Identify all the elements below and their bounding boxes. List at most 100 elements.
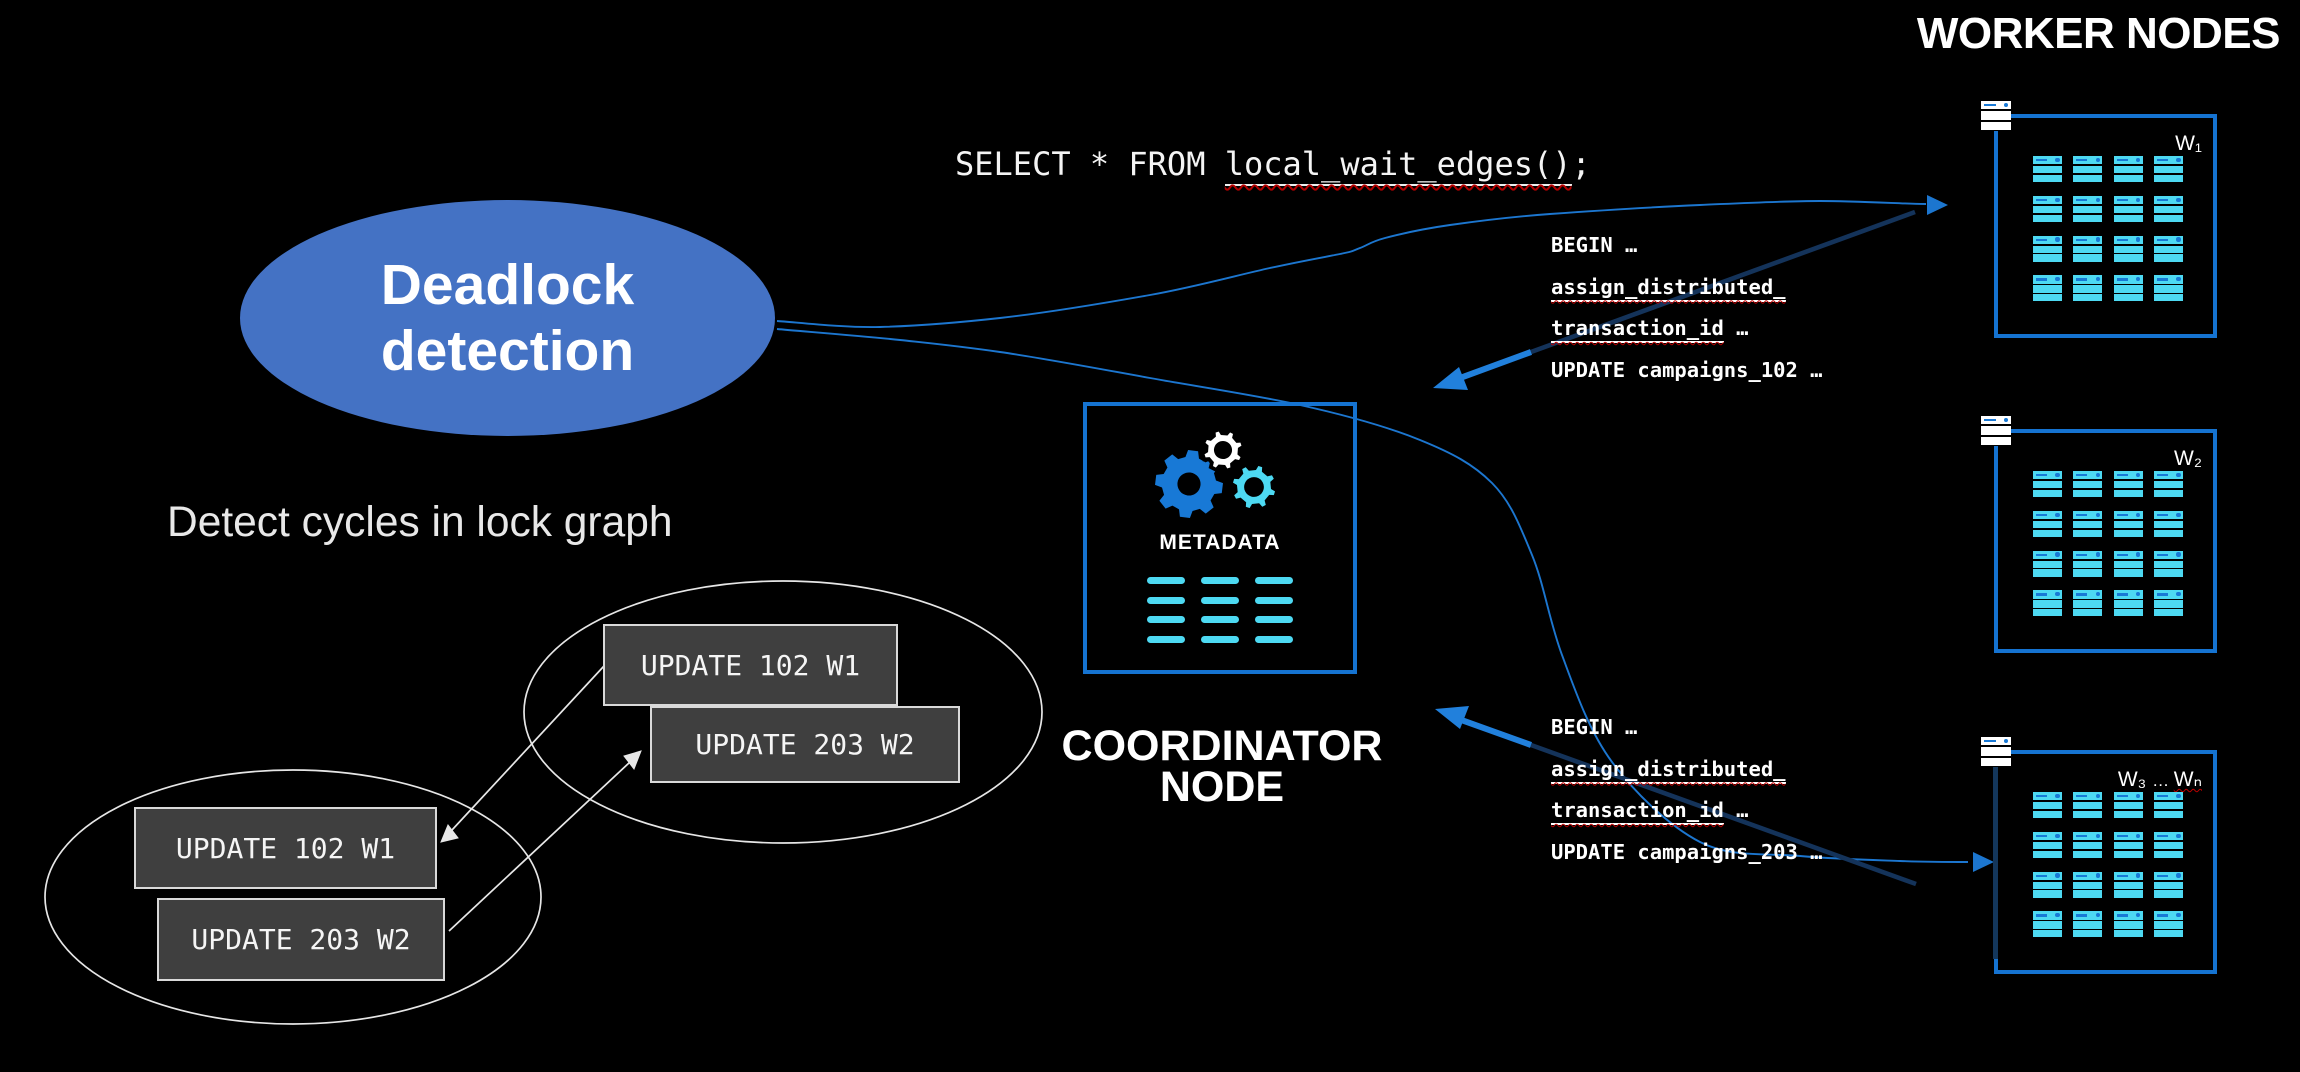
metadata-table-row-dash [1201,596,1239,604]
shard-icon [2113,275,2143,302]
shard-row-strip [2033,489,2062,497]
shard-icon [2073,156,2103,182]
shard-header-strip [2113,471,2143,480]
metadata-table-row-dash [1147,635,1185,643]
shard-row-strip [2073,245,2103,253]
shard-row-strip [2113,881,2143,889]
server-icon-row [1981,111,2011,120]
shard-icon [2154,510,2184,537]
shard-icon [2154,831,2184,858]
metadata-table-row-dash [1255,635,1293,643]
shard-header-strip [2113,792,2143,801]
shard-row-strip [2073,254,2103,262]
shard-icon [2154,792,2184,818]
shard-header-strip [2033,871,2062,880]
shard-header-strip [2154,590,2184,599]
shard-icon [2073,911,2103,938]
shard-icon [2073,471,2103,497]
metadata-table-row-dash [1147,596,1185,604]
metadata-table-row-dash [1201,616,1239,623]
shard-row-strip [2113,254,2143,262]
response-arrowhead-w1 [1433,367,1468,390]
shard-row-strip [2073,529,2103,537]
shard-row-strip [2033,480,2062,489]
shard-icon [2033,550,2062,577]
shard-row-strip [2154,930,2184,938]
shard-row-strip [2113,810,2143,818]
shard-row-strip [2073,881,2103,889]
shard-row-strip [2154,254,2184,262]
subtitle-text: Detect cycles in lock graph [167,499,673,546]
shard-header-strip [2154,195,2184,205]
shard-header-strip [2033,831,2062,841]
query-edge-arrowhead-w1 [1927,195,1948,215]
shard-icon [2033,590,2062,617]
shard-icon [2073,871,2103,898]
shard-header-strip [2073,156,2103,165]
shard-icon [2154,235,2184,262]
shard-header-strip [2033,471,2062,480]
coordinator-caption-line1: COORDINATOR [1061,722,1383,770]
shard-icon [2033,510,2062,537]
metadata-table-row-dash [1201,635,1239,643]
worker-label-w3-suffix: Wₙ [2173,768,2202,791]
shard-icon [2033,235,2062,262]
shard-header-strip [2113,510,2143,520]
tx2-line1: BEGIN … [1551,715,1638,739]
shard-row-strip [2073,850,2103,858]
shard-row-strip [2113,205,2143,213]
shard-header-strip [2113,831,2143,841]
metadata-table-row-dash [1147,577,1185,584]
shard-header-strip [2154,550,2184,559]
shard-row-strip [2113,285,2143,293]
shard-icon [2154,275,2184,302]
worker-label-w3-dots: … [2152,771,2174,790]
sql-query-prefix: SELECT * FROM [955,145,1225,183]
shard-header-strip [2033,550,2062,559]
shard-row-strip [2113,930,2143,938]
shard-row-strip [2154,529,2184,537]
server-icon-w1 [1981,101,2011,131]
shard-row-strip [2154,245,2184,253]
wait-edge-arrow-top-to-bottom [440,665,605,843]
shard-row-strip [2113,890,2143,898]
shard-row-strip [2154,214,2184,222]
shard-row-strip [2033,205,2062,213]
shard-row-strip [2073,609,2103,617]
shard-grid-w3 [2033,792,2184,938]
query-edge-to-w3 [776,328,1994,872]
response-arrow-dark-segment-w1 [1530,209,1916,355]
shard-row-strip [2154,520,2184,528]
shard-row-strip [2154,285,2184,293]
shard-row-strip [2154,294,2184,302]
server-icon-w3 [1981,737,2011,767]
shard-header-strip [2154,792,2184,801]
shard-row-strip [2033,560,2062,568]
worker-node-box-w3: W₃ … Wₙ [1994,750,2217,974]
shard-row-strip [2033,850,2062,858]
shard-row-strip [2033,520,2062,528]
tx1-line3-underlined: transaction_id [1551,316,1724,344]
tx1-line1: BEGIN … [1551,233,1638,257]
shard-row-strip [2073,560,2103,568]
shard-row-strip [2033,810,2062,818]
shard-row-strip [2154,205,2184,213]
worker-node-box-w1: W₁ [1994,114,2217,338]
shard-icon [2033,792,2062,818]
shard-row-strip [2073,214,2103,222]
shard-row-strip [2073,890,2103,898]
shard-icon [2113,792,2143,818]
shard-row-strip [2073,294,2103,302]
shard-row-strip [2154,890,2184,898]
query-edge-curve-w1 [776,200,1927,329]
coordinator-caption-line2: NODE [1159,763,1285,811]
query-edge-arrowhead-w3 [1973,852,1994,872]
server-icon-w2 [1981,416,2011,446]
shard-icon [2154,911,2184,938]
metadata-table-row-dash [1201,577,1239,584]
shard-icon [2154,195,2184,222]
shard-row-strip [2113,841,2143,849]
shard-row-strip [2113,529,2143,537]
shard-row-strip [2073,285,2103,293]
